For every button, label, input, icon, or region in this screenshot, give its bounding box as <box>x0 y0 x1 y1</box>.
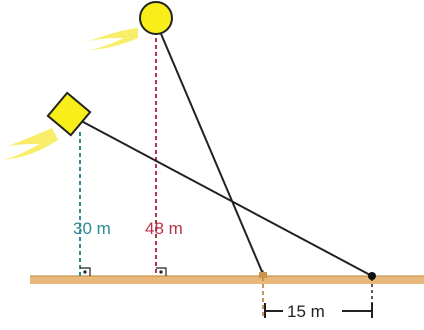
circle-object-icon <box>139 1 173 35</box>
end-point <box>368 272 376 280</box>
square-to-end-line <box>69 114 373 277</box>
distance-label: 15 m <box>287 302 325 321</box>
right-angle-marker-icon <box>80 267 167 276</box>
circle-height-label: 48 m <box>145 219 183 238</box>
middle-point <box>259 272 267 278</box>
circle-to-point-line <box>155 21 264 275</box>
square-object-icon <box>46 91 92 137</box>
square-height-label: 30 m <box>73 219 111 238</box>
ground-strip <box>30 276 424 284</box>
circle-flame-icon <box>84 28 138 50</box>
square-flame-icon <box>4 128 58 160</box>
distance-indicator <box>264 303 373 318</box>
